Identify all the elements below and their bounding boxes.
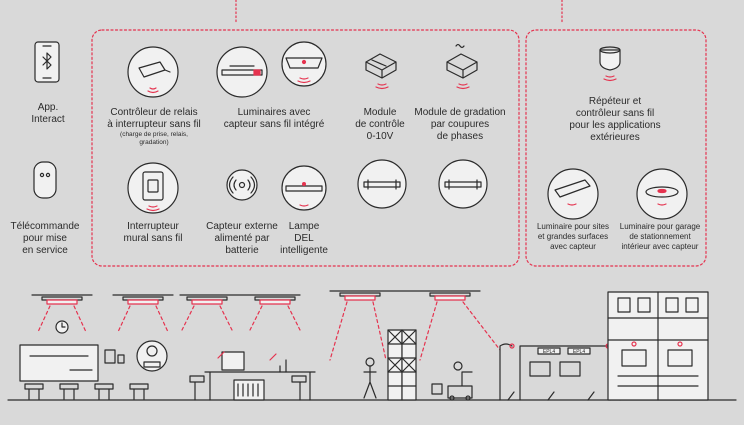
smart-lamp-icon — [281, 165, 327, 211]
meeting-room — [19, 320, 168, 400]
relay-controller-icon — [127, 46, 179, 98]
dimming-module-lamp-icon — [438, 159, 488, 209]
control-module-lamp-icon — [357, 159, 407, 209]
outdoor-group-frame — [525, 29, 707, 267]
external-sensor-icon — [226, 169, 258, 201]
office-desks — [189, 351, 316, 401]
indoor-group-frame — [91, 29, 520, 267]
canopy-sign-1: EPL4 — [543, 349, 555, 355]
repeater-icon — [599, 46, 621, 82]
parking-garage — [607, 291, 709, 401]
wall-switch-icon — [127, 162, 179, 214]
canopy-sign-2: EPL4 — [573, 349, 585, 355]
dimming-module-icon — [446, 43, 478, 90]
smartphone-bluetooth-icon — [34, 41, 60, 83]
ceiling-luminaires — [31, 290, 481, 305]
warehouse-racks — [363, 329, 473, 401]
luminaire-sensor-icon — [216, 46, 268, 98]
light-beams — [37, 301, 501, 361]
relay-controller-note: (charge de prise, relais,gradation) — [120, 131, 188, 146]
site-luminaire-icon — [547, 168, 599, 220]
remote-control-icon — [33, 161, 57, 199]
control-module-icon — [365, 53, 397, 90]
parking-lot — [499, 343, 621, 401]
app-label: App.Interact — [31, 102, 65, 125]
luminaire-sensor-icon — [281, 41, 327, 87]
garage-luminaire-icon — [636, 168, 688, 220]
